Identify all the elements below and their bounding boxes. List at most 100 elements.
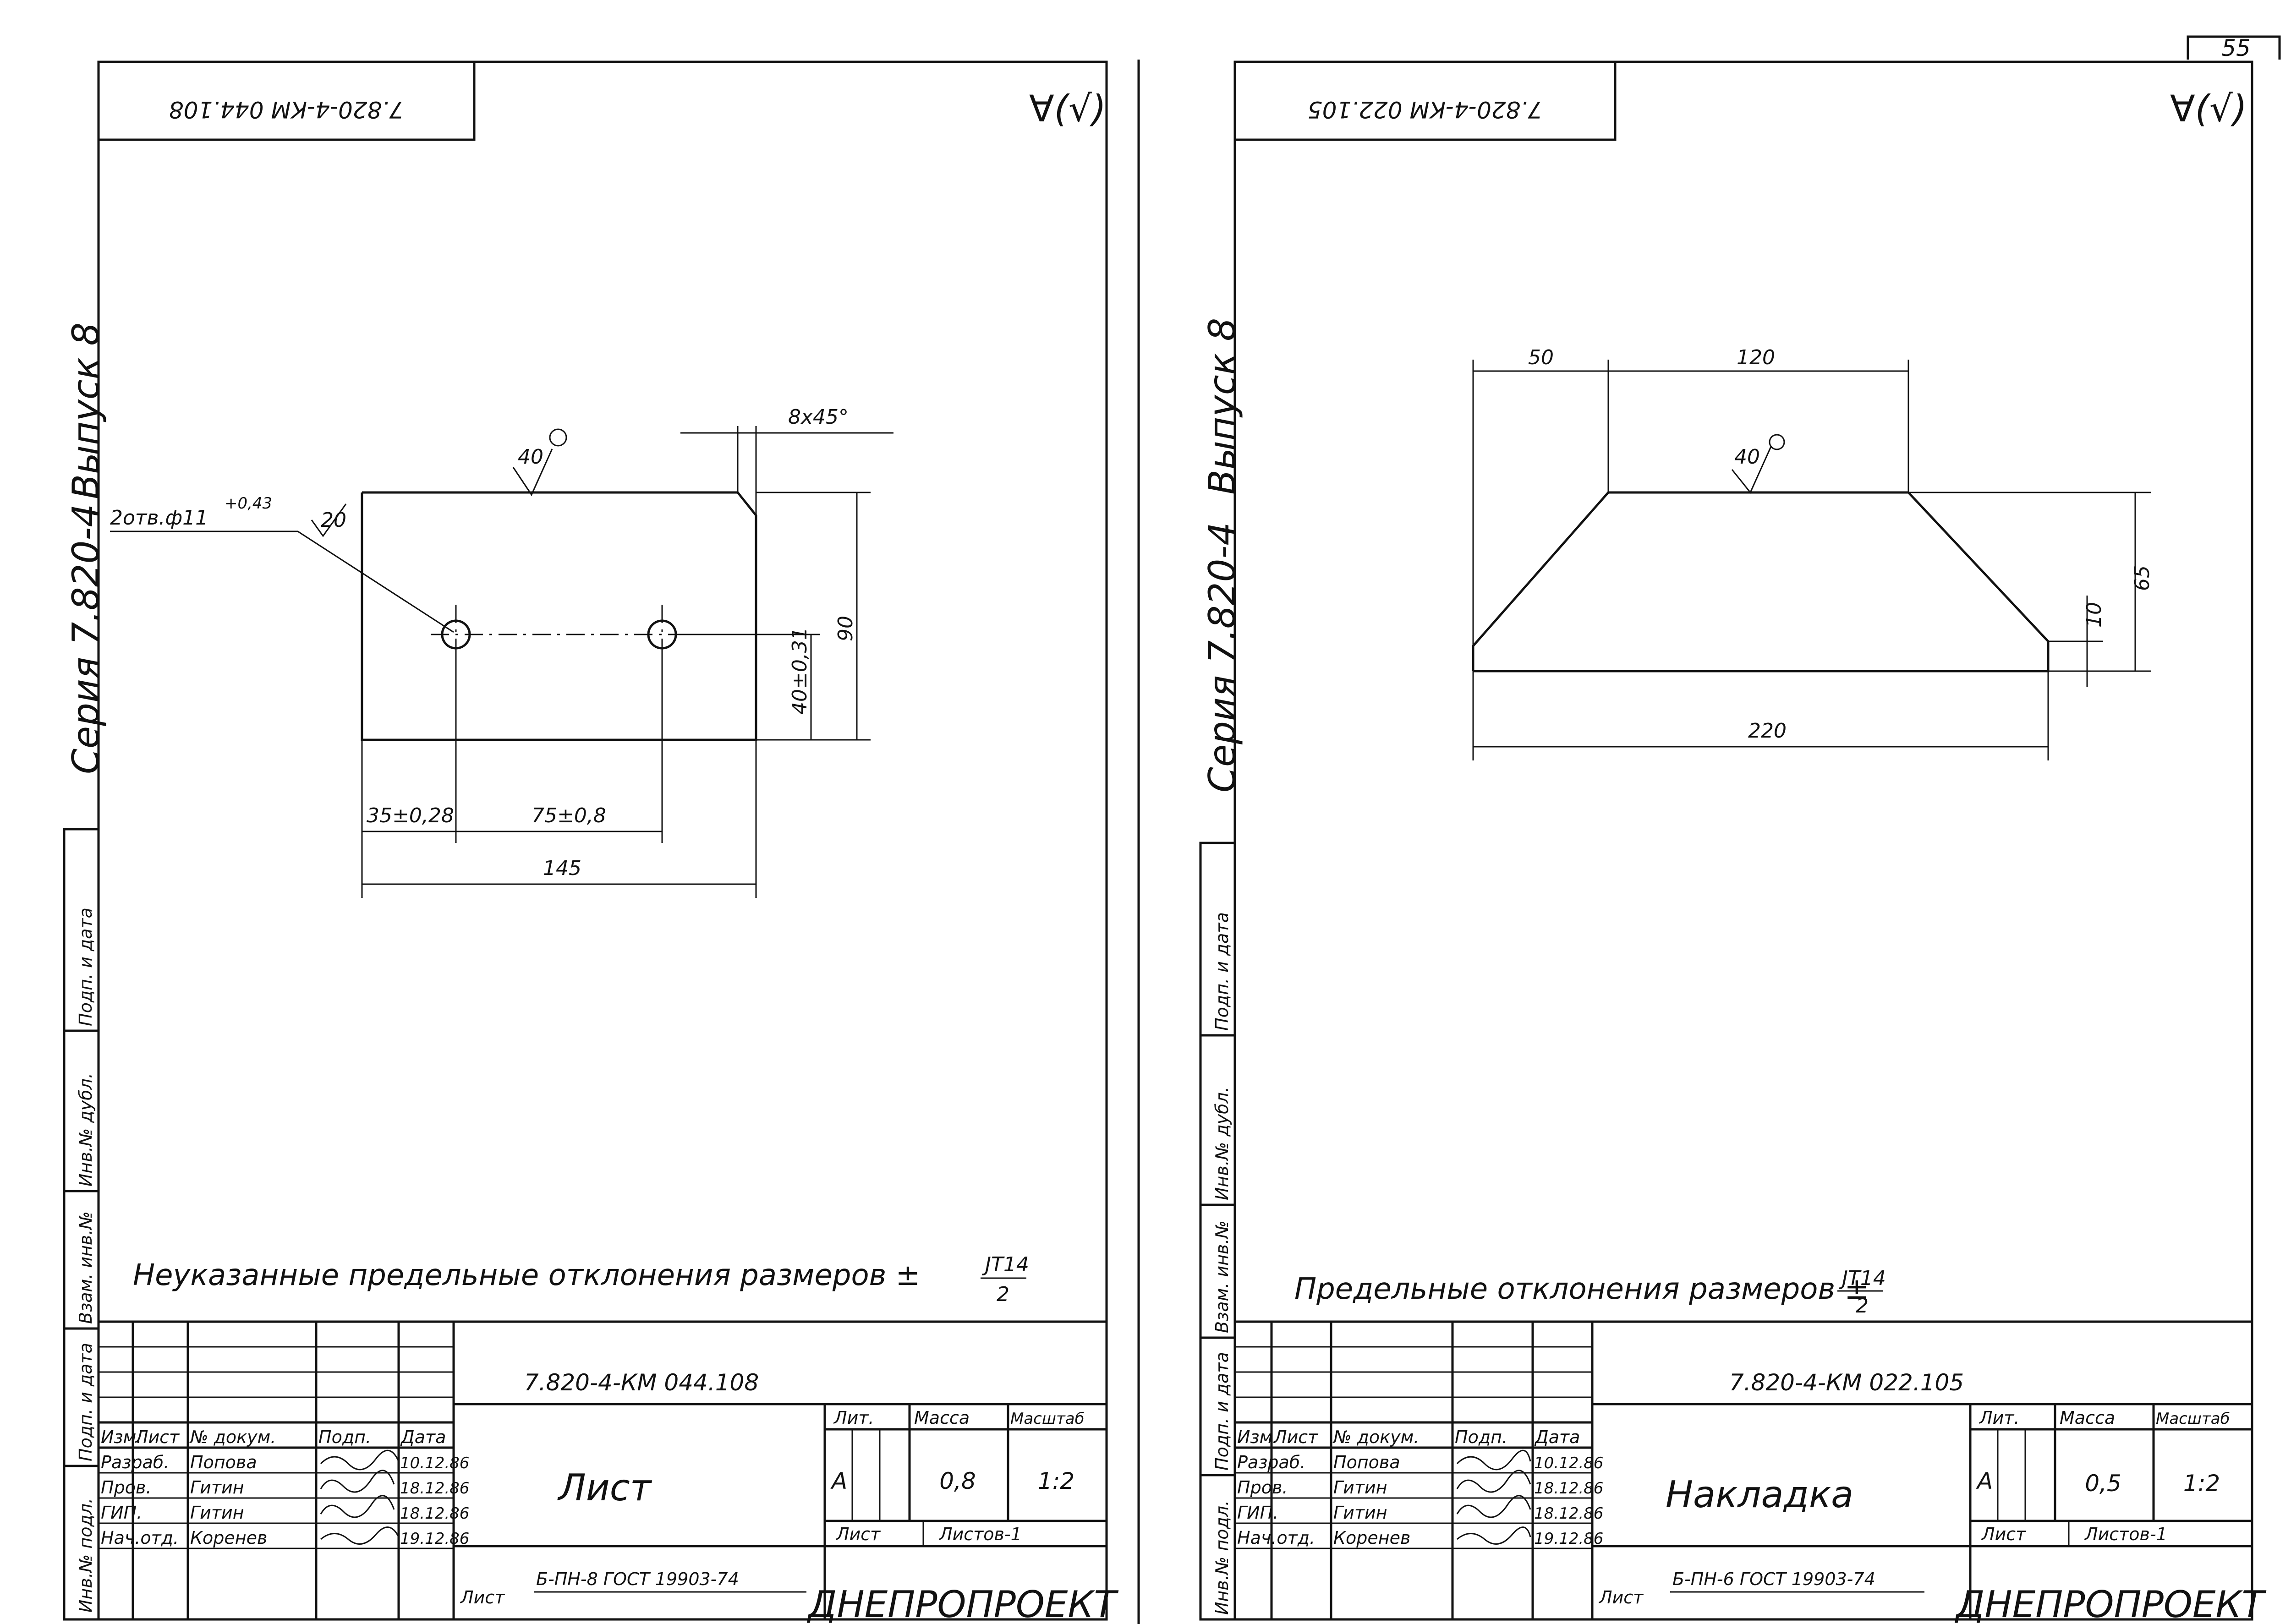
- right-signature-1: [1456, 1449, 1531, 1471]
- right-tb-date-2: 18.12.86: [1534, 1479, 1603, 1498]
- left-tb-role-4: Нач.отд.: [101, 1528, 179, 1548]
- left-code-rotated: 7.820-4-КМ 044.108: [169, 96, 404, 123]
- right-signature-4: [1457, 1526, 1531, 1545]
- left-tb-material-prefix: Лист: [460, 1587, 505, 1608]
- right-tb-col-doc: № докум.: [1332, 1427, 1419, 1447]
- left-tb-mass-label: Масса: [914, 1408, 970, 1428]
- right-signature-2: [1456, 1470, 1531, 1493]
- left-tb-sheets-label: Листов-1: [938, 1524, 1022, 1544]
- right-tb-mass-label: Масса: [2060, 1408, 2115, 1428]
- left-note-denominator: 2: [997, 1283, 1009, 1306]
- left-tb-lit-value: А: [830, 1468, 847, 1494]
- right-part-trapezoid: [1472, 491, 2050, 673]
- right-note-numerator: JT14: [1838, 1267, 1886, 1290]
- sheet-number-box: 55: [2187, 35, 2281, 61]
- left-tb-col-sign: Подп.: [318, 1427, 371, 1447]
- left-signature-2: [320, 1470, 395, 1493]
- right-roughness-mark: ∀(√): [2170, 87, 2247, 130]
- left-stamp-sign-date-2: Подп. и дата: [76, 908, 96, 1026]
- right-note-denominator: 2: [1856, 1294, 1869, 1318]
- right-code-box: [1233, 60, 1617, 141]
- left-code-box: [97, 60, 476, 141]
- left-tb-name-1: Попова: [190, 1452, 257, 1472]
- left-tb-name-4: Коренев: [190, 1528, 267, 1548]
- left-signature-3: [320, 1495, 395, 1518]
- left-series-label: Серия 7.820-4: [65, 504, 107, 774]
- left-tb-date-4: 19.12.86: [400, 1530, 469, 1548]
- left-note-numerator: JT14: [981, 1253, 1029, 1276]
- left-tb-col-izm: Изм.: [101, 1427, 142, 1447]
- left-tb-material: Б-ПН-8 ГОСТ 19903-74: [536, 1569, 739, 1589]
- left-tb-role-1: Разраб.: [101, 1452, 169, 1472]
- right-tb-name-2: Гитин: [1333, 1477, 1387, 1498]
- right-tb-name-1: Попова: [1333, 1452, 1400, 1472]
- left-tb-role-2: Пров.: [101, 1477, 151, 1498]
- right-tb-role-3: ГИП.: [1237, 1503, 1278, 1523]
- right-tb-col-date: Дата: [1534, 1427, 1580, 1447]
- left-dim-length: 145: [543, 857, 581, 880]
- left-stamp-dubl: Инв.№ дубл.: [76, 1073, 96, 1187]
- left-sheet: 7.820-4-КМ 044.108 ∀(√) Серия 7.820-4 Вы…: [63, 60, 1119, 1624]
- right-stamp-sign-date-2: Подп. и дата: [1212, 912, 1232, 1031]
- left-title-block: Изм. Лист № докум. Подп. Дата Разраб. По…: [99, 1320, 1119, 1624]
- right-tb-sheet-label: Лист: [1981, 1524, 2027, 1544]
- left-tb-date-2: 18.12.86: [400, 1479, 469, 1498]
- right-dim-top-mid: 120: [1737, 346, 1775, 369]
- right-issue-label: Выпуск 8: [1201, 318, 1244, 495]
- right-tb-mass-value: 0,5: [2085, 1470, 2121, 1497]
- left-tb-sheet-label: Лист: [835, 1524, 881, 1544]
- left-issue-label: Выпуск 8: [65, 323, 107, 499]
- right-roughness-top: 40: [1734, 445, 1760, 469]
- left-dim-x1: 35±0,28: [367, 804, 454, 827]
- left-roughness-holes: 20: [321, 509, 346, 532]
- right-tb-material: Б-ПН-6 ГОСТ 19903-74: [1672, 1569, 1875, 1589]
- right-tb-col-list: Лист: [1273, 1427, 1319, 1447]
- right-tb-date-1: 10.12.86: [1534, 1454, 1603, 1472]
- right-dim-side-height: 10: [2083, 602, 2106, 628]
- left-roughness-mark: ∀(√): [1029, 87, 1106, 130]
- left-stamp-inv-podl: Инв.№ подл.: [76, 1498, 96, 1613]
- right-tb-date-3: 18.12.86: [1534, 1504, 1603, 1523]
- left-tb-date-3: 18.12.86: [400, 1504, 469, 1523]
- right-dim-top-left: 50: [1528, 346, 1554, 369]
- left-dim-x2: 75±0,8: [532, 804, 606, 827]
- right-tb-role-4: Нач.отд.: [1237, 1528, 1315, 1548]
- right-tb-col-izm: Изм.: [1237, 1427, 1278, 1447]
- left-tb-col-date: Дата: [400, 1427, 446, 1447]
- left-tb-col-doc: № докум.: [189, 1427, 276, 1447]
- left-part-plate: [361, 491, 757, 741]
- left-dim-hole-height: 40±0,31: [788, 627, 811, 715]
- left-tb-scale-value: 1:2: [1038, 1468, 1074, 1494]
- right-tb-col-sign: Подп.: [1455, 1427, 1507, 1447]
- right-tb-lit-label: Лит.: [1979, 1408, 2020, 1428]
- left-side-stamp: [63, 828, 100, 1621]
- right-tb-role-1: Разраб.: [1237, 1452, 1305, 1472]
- right-frame: [1233, 60, 2253, 1621]
- left-dim-height: 90: [834, 616, 857, 641]
- right-tb-material-prefix: Лист: [1598, 1587, 1644, 1608]
- left-signature-4: [320, 1526, 400, 1545]
- left-tb-name-3: Гитин: [190, 1503, 244, 1523]
- left-tb-date-1: 10.12.86: [400, 1454, 469, 1472]
- left-tb-role-3: ГИП.: [101, 1503, 142, 1523]
- right-title-block: Изм. Лист № докум. Подп. Дата Разраб. По…: [1235, 1320, 2267, 1624]
- left-tb-doc-code: 7.820-4-КМ 044.108: [524, 1369, 759, 1396]
- left-tb-name-2: Гитин: [190, 1477, 244, 1498]
- right-tb-name-3: Гитин: [1333, 1503, 1387, 1523]
- left-dim-chamfer: 8x45°: [788, 405, 849, 429]
- right-tb-lit-value: А: [1976, 1468, 1993, 1494]
- right-tb-scale-value: 1:2: [2183, 1470, 2220, 1497]
- right-tb-sheets-label: Листов-1: [2084, 1524, 2167, 1544]
- right-stamp-vzam: Взам. инв.№: [1212, 1220, 1232, 1333]
- right-stamp-sign-date-1: Подп. и дата: [1212, 1352, 1232, 1471]
- right-signature-3: [1456, 1495, 1531, 1518]
- right-tb-doc-code: 7.820-4-КМ 022.105: [1729, 1369, 1964, 1396]
- left-tb-lit-label: Лит.: [833, 1408, 874, 1428]
- right-tb-part-name: Накладка: [1666, 1473, 1853, 1516]
- left-hole-callout: 2отв.ф11: [110, 506, 208, 530]
- right-code-rotated: 7.820-4-КМ 022.105: [1308, 96, 1542, 123]
- left-tb-org: ДНЕПРОПРОЕКТ: [807, 1583, 1119, 1624]
- left-signature-1: [320, 1449, 400, 1471]
- right-dim-length: 220: [1748, 719, 1787, 743]
